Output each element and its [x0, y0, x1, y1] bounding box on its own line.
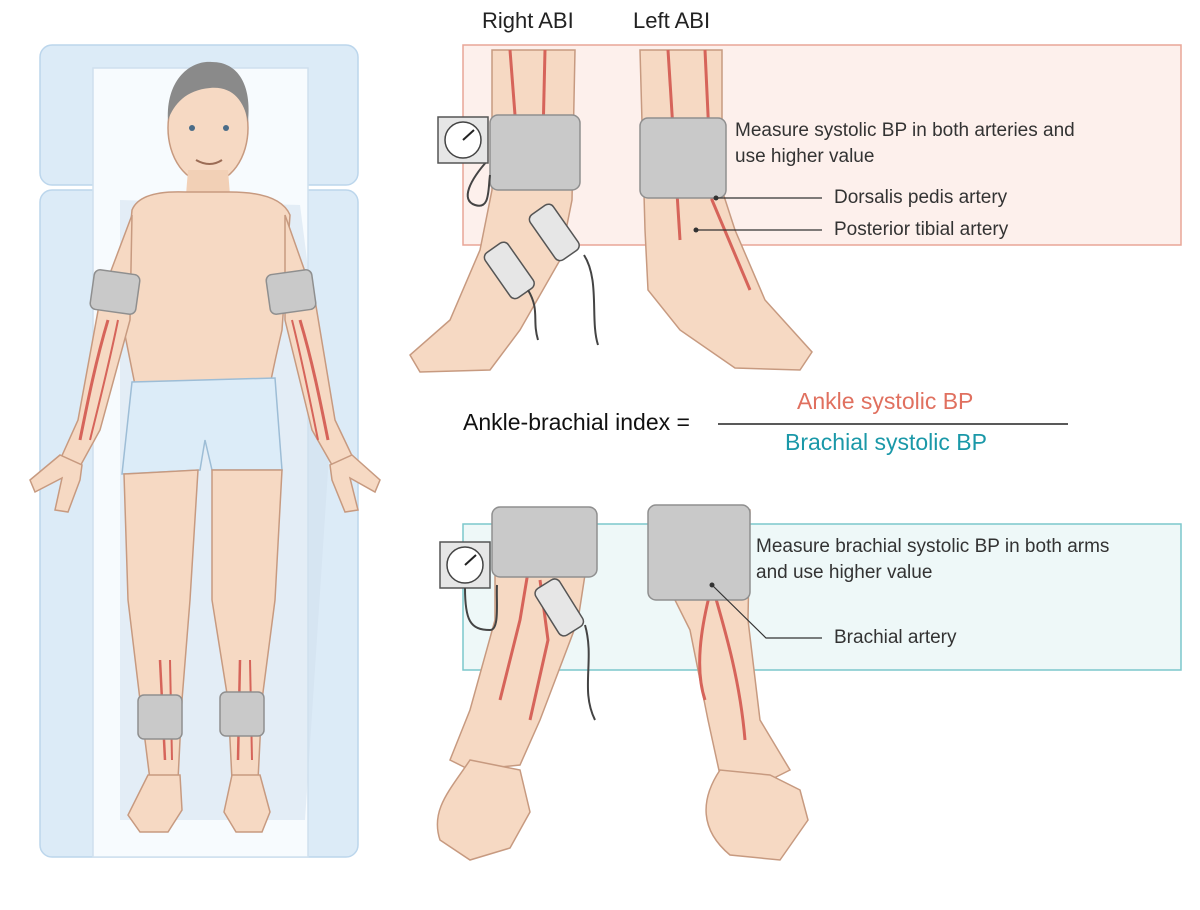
ankle-panel — [462, 44, 1182, 246]
brachial-instruction-line1: Measure brachial systolic BP in both arm… — [756, 536, 1110, 557]
posterior-tibial-label: Posterior tibial artery — [834, 219, 1009, 240]
dorsalis-pedis-label: Dorsalis pedis artery — [834, 187, 1008, 208]
patient-figure — [29, 44, 381, 858]
formula-denominator: Brachial systolic BP — [785, 429, 987, 455]
ankle-instruction-line1: Measure systolic BP in both arteries and — [735, 120, 1075, 141]
brachial-instruction-line2: and use higher value — [756, 562, 933, 583]
brachial-artery-label: Brachial artery — [834, 627, 957, 648]
sphygmomanometer-gauge-icon — [439, 541, 491, 589]
left-ankle-illustration — [639, 49, 822, 371]
right-ankle-illustration — [409, 49, 599, 373]
left-abi-heading: Left ABI — [633, 8, 711, 33]
abi-formula-left: Ankle-brachial index = — [463, 409, 690, 435]
right-abi-heading: Right ABI — [482, 8, 574, 33]
doppler-probe-icon — [483, 203, 599, 346]
ankle-instruction-line2: use higher value — [735, 146, 875, 167]
sphygmomanometer-gauge-icon — [437, 116, 489, 164]
right-arm-illustration — [436, 506, 598, 861]
brachial-leader-line — [711, 584, 822, 639]
left-arm-illustration — [647, 504, 822, 861]
formula-numerator: Ankle systolic BP — [797, 388, 974, 414]
doppler-probe-icon — [534, 578, 596, 721]
